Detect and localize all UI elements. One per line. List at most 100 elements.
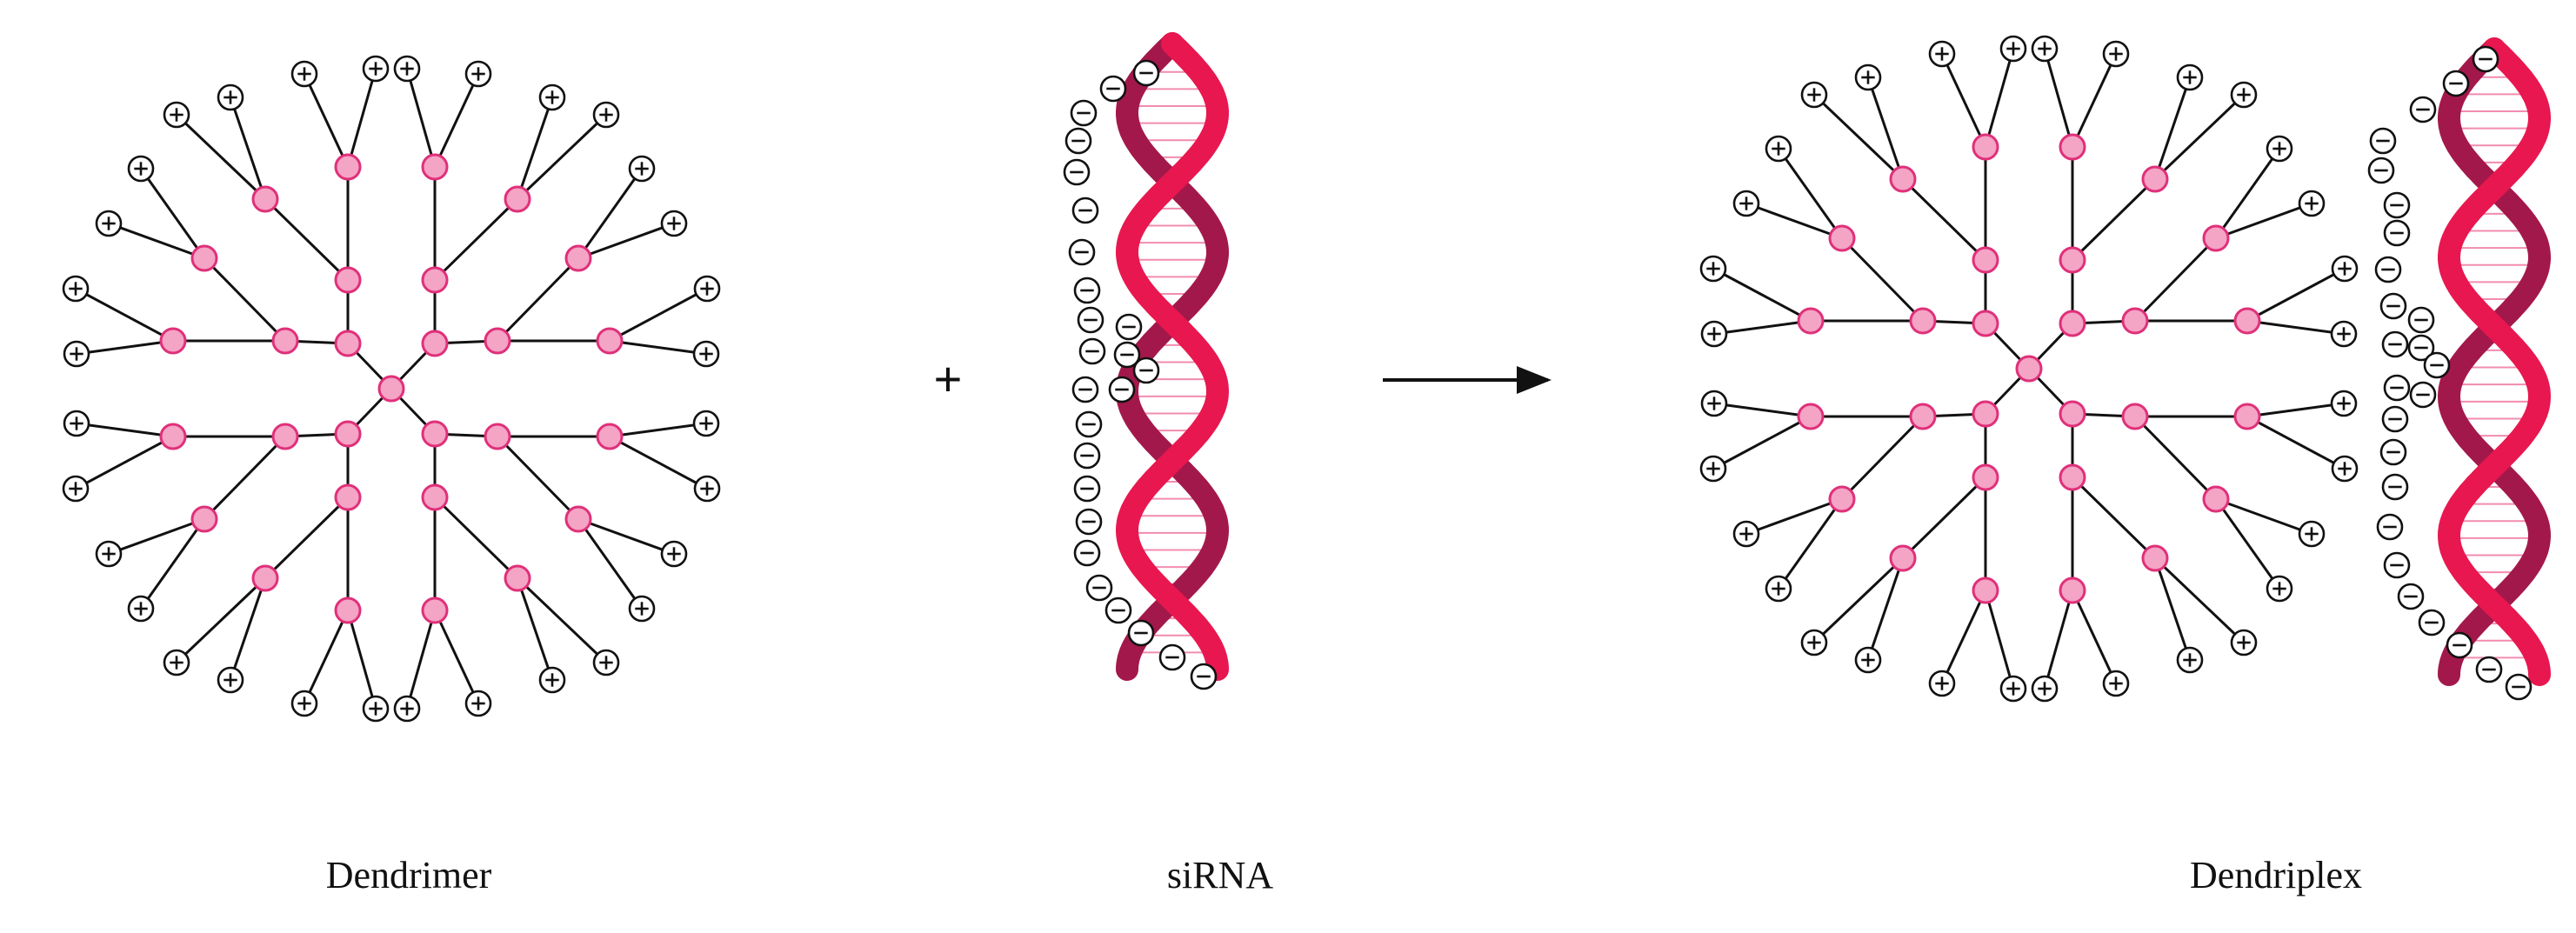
- branch-line: [516, 113, 608, 201]
- plus-circle-icon: [464, 690, 492, 717]
- minus-circle-icon: [1070, 99, 1098, 127]
- minus-circle-icon: [2381, 473, 2409, 501]
- branch-line: [577, 518, 644, 610]
- minus-circle-icon: [2472, 45, 2499, 73]
- minus-circle-icon: [1064, 127, 1092, 155]
- minus-circle-icon: [1063, 158, 1091, 186]
- sirna-negative-charges: [1063, 59, 1218, 690]
- minus-circle-icon: [2446, 631, 2473, 659]
- branch-line: [1840, 237, 1925, 323]
- branch-node: [1972, 400, 1999, 428]
- minus-circle-icon: [2369, 127, 2397, 155]
- minus-circle-icon: [2383, 191, 2411, 219]
- minus-circle-icon: [2397, 583, 2425, 610]
- branch-node: [2059, 246, 2086, 274]
- plus-circle-icon: [2298, 520, 2326, 548]
- plus-circle-icon: [692, 340, 720, 368]
- plus-circle-icon: [2331, 255, 2359, 283]
- branch-node: [484, 327, 511, 355]
- plus-circle-icon: [2176, 646, 2204, 674]
- branch-line: [516, 577, 554, 681]
- minus-circle-icon: [2376, 513, 2404, 541]
- branch-line: [139, 168, 206, 259]
- plus-circle-icon: [2102, 670, 2130, 697]
- minus-circle-icon: [2379, 438, 2407, 466]
- branch-node: [2141, 165, 2169, 193]
- branch-line: [2153, 93, 2246, 181]
- branch-line: [2153, 556, 2246, 644]
- branch-node: [334, 153, 362, 181]
- minus-circle-icon: [2381, 330, 2409, 358]
- plus-circle-icon: [592, 649, 620, 676]
- branch-line: [1812, 93, 1905, 181]
- plus-circle-icon: [2031, 675, 2059, 703]
- branch-line: [433, 610, 480, 704]
- plus-circle-icon: [1699, 255, 1727, 283]
- branch-line: [405, 610, 437, 710]
- plus-circle-icon: [217, 83, 244, 111]
- branch-line: [516, 97, 554, 200]
- dendriplex-dendrimer-structure: [1699, 35, 2359, 703]
- branch-line: [2214, 148, 2281, 239]
- branch-line: [577, 517, 675, 556]
- plus-circle-icon: [2230, 629, 2258, 656]
- plus-circle-icon: [2102, 40, 2130, 68]
- plus-circle-icon: [2230, 81, 2258, 109]
- branch-line: [203, 257, 287, 343]
- branch-line: [2133, 237, 2218, 323]
- sirna-label: siRNA: [1166, 854, 1274, 896]
- branch-line: [433, 73, 480, 168]
- minus-circle-icon: [1073, 475, 1101, 503]
- branch-line: [2043, 48, 2074, 148]
- minus-circle-icon: [2383, 374, 2411, 402]
- plus-circle-icon: [1800, 629, 1828, 656]
- branch-line: [2246, 415, 2346, 470]
- minus-circle-icon: [1099, 75, 1127, 103]
- branch-line: [1712, 415, 1812, 470]
- minus-circle-icon: [2379, 292, 2407, 320]
- branch-node: [2059, 133, 2086, 161]
- plus-circle-icon: [362, 695, 390, 723]
- plus-circle-icon: [127, 595, 155, 623]
- branch-line: [108, 517, 205, 556]
- branch-node: [2233, 403, 2261, 430]
- branch-node: [2059, 400, 2086, 428]
- branch-node: [421, 266, 449, 294]
- branch-node: [2059, 576, 2086, 604]
- minus-circle-icon: [2407, 306, 2435, 334]
- minus-circle-icon: [1073, 277, 1101, 304]
- branch-line: [433, 496, 519, 580]
- plus-circle-icon: [393, 55, 421, 83]
- branch-node: [334, 420, 362, 448]
- branch-line: [303, 73, 350, 168]
- branch-node: [504, 185, 531, 213]
- core-node: [377, 375, 405, 403]
- plus-circle-icon: [63, 410, 90, 437]
- branch-node: [159, 327, 187, 355]
- plus-circle-icon: [163, 101, 190, 129]
- minus-circle-icon: [1132, 357, 1160, 384]
- plus-circle-icon: [2330, 320, 2358, 348]
- minus-circle-icon: [2505, 673, 2533, 701]
- branch-node: [1909, 403, 1937, 430]
- plus-circle-icon: [2266, 135, 2293, 163]
- minus-circle-icon: [1075, 410, 1103, 438]
- branch-line: [516, 576, 608, 664]
- plus-circle-icon: [2031, 35, 2059, 63]
- minus-circle-icon: [1085, 574, 1113, 602]
- branch-node: [1889, 165, 1917, 193]
- branch-line: [1940, 53, 1987, 148]
- minus-circle-icon: [1073, 539, 1101, 567]
- plus-circle-icon: [1999, 35, 2027, 63]
- plus-circle-icon: [1700, 320, 1728, 348]
- minus-circle-icon: [1078, 337, 1106, 365]
- minus-circle-icon: [2442, 70, 2470, 97]
- branch-line: [1901, 177, 1987, 262]
- minus-circle-icon: [1068, 238, 1096, 266]
- branch-node: [334, 266, 362, 294]
- plus-circle-icon: [628, 595, 656, 623]
- branch-node: [2121, 403, 2149, 430]
- branch-line: [609, 435, 708, 490]
- branch-node: [1828, 485, 1856, 513]
